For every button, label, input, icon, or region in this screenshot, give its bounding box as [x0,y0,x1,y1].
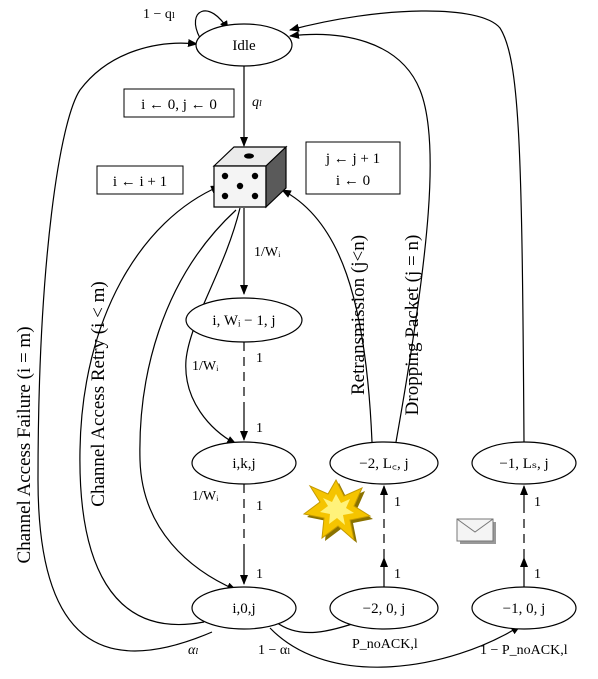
node-idle-label: Idle [232,38,256,54]
label-self-loop: 1 − qₗ [143,7,175,22]
label-prob-w-2: 1/Wᵢ [192,359,219,374]
label-prob-w-3: 1/Wᵢ [192,489,219,504]
edge-retransmission [281,189,373,443]
box-init [123,88,235,118]
node-minus2-0-label: −2, 0, j [363,601,406,617]
label-p-noack: P_noACK,l [352,637,418,652]
box-init-label: i ← 0, j ← 0 [141,97,217,113]
label-channel-access-retry: Channel Access Retry (i < m) [88,281,109,506]
label-one-g: 1 [534,495,541,510]
box-inc-j-line2: i ← 0 [336,173,370,189]
edge-success-to-idle [289,10,525,443]
label-one-d: 1 [256,567,263,582]
node-minus2-lc [329,441,439,485]
node-minus1-ls-label: −1, Lₛ, j [499,456,548,472]
node-minus1-ls [471,441,577,485]
collision-star-icon [302,478,373,543]
node-minus2-lc-label: −2, L꜀, j [359,456,408,472]
label-prob-w-1: 1/Wᵢ [254,245,281,260]
box-inc-j [305,141,401,195]
label-dropping-packet: Dropping Packet (j = n) [402,235,423,416]
box-inc-i [96,165,184,195]
edge-dropping-packet [289,30,431,443]
node-i0j-label: i,0,j [232,601,255,617]
edge-dice-to-i0j [139,209,237,591]
idle-self-loop [194,10,229,39]
node-minus1-0 [471,586,577,630]
label-alpha: αₗ [188,643,199,658]
edge-i0j-to-minus1-0 [269,625,521,668]
dice-icon [212,145,288,209]
label-to-dice: qₗ [252,95,262,110]
node-minus1-0-label: −1, 0, j [503,601,546,617]
label-one-c: 1 [256,499,263,514]
node-ikj-label: i,k,j [232,456,255,472]
label-one-minus-alpha: 1 − αₗ [258,643,291,658]
label-one-h: 1 [534,567,541,582]
label-one-f: 1 [394,567,401,582]
label-channel-access-failure: Channel Access Failure (i = m) [14,326,35,563]
node-w-minus-one [185,297,303,343]
label-one-minus-p-noack: 1 − P_noACK,l [480,643,568,658]
node-ikj [191,441,297,485]
node-w-minus-one-label: i, Wᵢ − 1, j [212,313,275,329]
label-one-b: 1 [256,421,263,436]
edge-channel-access-failure [37,39,213,652]
label-one-e: 1 [394,495,401,510]
label-one-a: 1 [256,351,263,366]
edge-channel-access-retry [79,185,221,626]
label-retransmission: Retransmission (j<n) [348,235,369,395]
box-inc-j-line1: j ← j + 1 [325,151,380,167]
box-inc-i-label: i ← i + 1 [113,174,167,190]
envelope-icon [456,518,496,544]
edge-dice-to-ikj [185,207,241,445]
node-idle [195,23,293,67]
node-minus2-0 [329,586,439,630]
node-i0j [191,586,297,630]
